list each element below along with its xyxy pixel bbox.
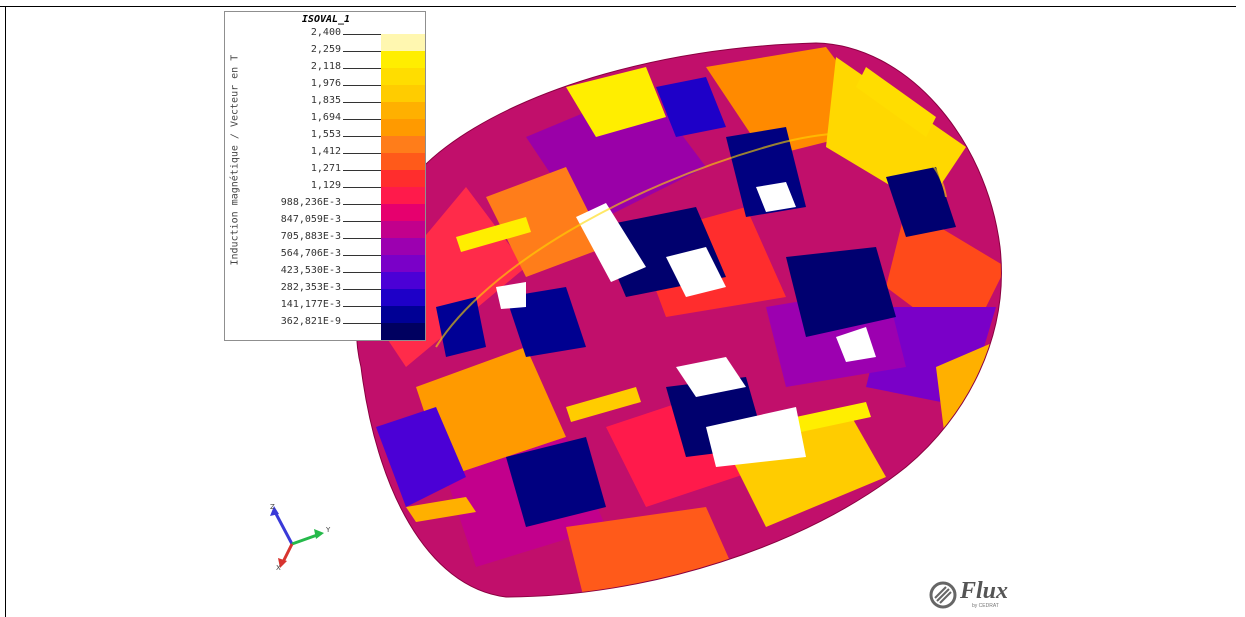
legend-entry-label: 847,059E-3 bbox=[280, 214, 341, 225]
legend-entry: 705,883E-3 bbox=[225, 231, 427, 248]
legend-entry: 1,412 bbox=[225, 146, 427, 163]
legend-tick-line bbox=[343, 153, 381, 154]
legend-tick-line bbox=[343, 323, 381, 324]
legend-tick-line bbox=[343, 136, 381, 137]
legend-color-swatch bbox=[381, 136, 425, 153]
legend-color-swatch bbox=[381, 187, 425, 204]
triad-z-label: Z bbox=[270, 503, 275, 511]
legend-tick-line bbox=[343, 238, 381, 239]
legend-entry-label: 362,821E-9 bbox=[280, 316, 341, 327]
legend-entry-label: 1,835 bbox=[310, 95, 341, 106]
legend-color-swatch bbox=[381, 170, 425, 187]
legend-entry: 1,694 bbox=[225, 112, 427, 129]
legend-tick-line bbox=[343, 51, 381, 52]
legend-entry: 2,259 bbox=[225, 44, 427, 61]
legend-color-swatch bbox=[381, 68, 425, 85]
brand-name: Flux bbox=[960, 578, 1009, 604]
triad-y-label: Y bbox=[325, 526, 331, 534]
legend-entry-label: 282,353E-3 bbox=[280, 282, 341, 293]
legend-tick-line bbox=[343, 187, 381, 188]
legend-color-swatch bbox=[381, 306, 425, 323]
legend-tick-line bbox=[343, 102, 381, 103]
legend-tick-line bbox=[343, 306, 381, 307]
legend-color-swatch bbox=[381, 51, 425, 68]
legend-color-swatch bbox=[381, 85, 425, 102]
legend-color-swatch bbox=[381, 153, 425, 170]
legend-entry: 2,400 bbox=[225, 27, 427, 44]
legend-title: ISOVAL_1 bbox=[301, 14, 351, 25]
legend-entry-label: 1,271 bbox=[310, 163, 341, 174]
legend-color-swatch bbox=[381, 34, 425, 51]
legend-tick-line bbox=[343, 68, 381, 69]
triad-x-label: X bbox=[276, 564, 281, 572]
legend-color-swatch bbox=[381, 238, 425, 255]
legend-tick-line bbox=[343, 221, 381, 222]
legend-entry: 564,706E-3 bbox=[225, 248, 427, 265]
legend-entry: 423,530E-3 bbox=[225, 265, 427, 282]
brand-subtitle: by CEDRAT bbox=[972, 603, 999, 609]
legend-entry-label: 2,259 bbox=[310, 44, 341, 55]
legend-tick-line bbox=[343, 85, 381, 86]
legend-entry: 1,553 bbox=[225, 129, 427, 146]
color-scale-legend: ISOVAL_1 Induction magnétique / Vecteur … bbox=[224, 11, 426, 341]
legend-entry-label: 1,129 bbox=[310, 180, 341, 191]
legend-color-swatch bbox=[381, 204, 425, 221]
legend-entry: 1,976 bbox=[225, 78, 427, 95]
legend-entry-label: 1,412 bbox=[310, 146, 341, 157]
flux-logo: Flux by CEDRAT bbox=[928, 578, 1038, 613]
legend-entry: 2,118 bbox=[225, 61, 427, 78]
legend-entry: 1,271 bbox=[225, 163, 427, 180]
motor-flux-density-model[interactable] bbox=[6, 7, 1236, 617]
legend-tick-line bbox=[343, 204, 381, 205]
frame-left-border bbox=[5, 6, 6, 617]
legend-entry-label: 1,976 bbox=[310, 78, 341, 89]
3d-viewport[interactable] bbox=[6, 7, 1236, 617]
legend-color-swatch bbox=[381, 289, 425, 306]
legend-entry-label: 564,706E-3 bbox=[280, 248, 341, 259]
legend-entry-label: 988,236E-3 bbox=[280, 197, 341, 208]
legend-entry-label: 1,694 bbox=[310, 112, 341, 123]
legend-tick-line bbox=[343, 170, 381, 171]
legend-entry-label: 2,400 bbox=[310, 27, 341, 38]
legend-entry: 362,821E-9 bbox=[225, 316, 427, 333]
legend-entry: 988,236E-3 bbox=[225, 197, 427, 214]
legend-entry: 847,059E-3 bbox=[225, 214, 427, 231]
legend-entry-label: 1,553 bbox=[310, 129, 341, 140]
flux-logo-icon bbox=[929, 581, 957, 609]
legend-entry-label: 2,118 bbox=[310, 61, 341, 72]
legend-entry: 282,353E-3 bbox=[225, 282, 427, 299]
legend-entry: 141,177E-3 bbox=[225, 299, 427, 316]
legend-tick-line bbox=[343, 119, 381, 120]
legend-color-swatch bbox=[381, 119, 425, 136]
legend-tick-line bbox=[343, 272, 381, 273]
legend-entry: 1,129 bbox=[225, 180, 427, 197]
legend-color-swatch bbox=[381, 102, 425, 119]
legend-entry-label: 705,883E-3 bbox=[280, 231, 341, 242]
legend-tick-line bbox=[343, 255, 381, 256]
legend-entry-label: 423,530E-3 bbox=[280, 265, 341, 276]
legend-color-swatch bbox=[381, 323, 425, 340]
legend-entry: 1,835 bbox=[225, 95, 427, 112]
legend-tick-line bbox=[343, 289, 381, 290]
legend-color-swatch bbox=[381, 221, 425, 238]
legend-entry-label: 141,177E-3 bbox=[280, 299, 341, 310]
legend-color-swatch bbox=[381, 272, 425, 289]
axis-triad: Z Y X bbox=[270, 503, 331, 572]
frame-top-border bbox=[0, 6, 1236, 7]
legend-tick-line bbox=[343, 34, 381, 35]
legend-color-swatch bbox=[381, 255, 425, 272]
